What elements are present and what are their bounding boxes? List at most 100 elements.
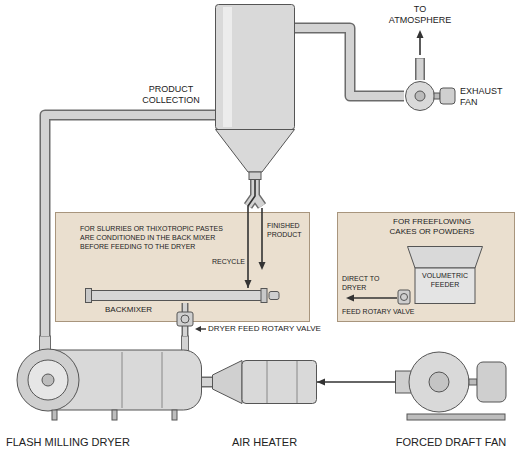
- text-slot: FOR SLURRIES OR THIXOTROPIC PASTES ARE C…: [80, 224, 230, 251]
- arrow-head: [346, 295, 354, 302]
- drawing-part: [28, 360, 68, 400]
- drawing-part: [269, 292, 279, 300]
- fan-drawing: [404, 80, 456, 112]
- arrow-head: [317, 379, 325, 386]
- duct-outline: [202, 377, 212, 388]
- backmixer: BACKMIXER: [85, 288, 280, 303]
- text-slot: FEED ROTARY VALVE: [342, 308, 432, 316]
- text-slot: DRYER FEED ROTARY VALVE: [208, 324, 338, 334]
- backmixer-drawing: [85, 288, 280, 303]
- equipment-label: PRODUCT COLLECTION: [133, 84, 209, 106]
- volumetric-feeder: VOLUMETRIC FEEDER: [407, 246, 483, 304]
- text-slot: FLASH MILLING DRYER: [6, 436, 146, 449]
- dryer-feed-rotary-valve: [177, 312, 206, 332]
- text-slot: FORCED DRAFT FAN: [390, 436, 512, 449]
- text-slot: AIR HEATER: [212, 436, 317, 449]
- valve-rotor: [181, 315, 189, 323]
- drawing-part: [261, 289, 267, 303]
- stack-fill: [417, 59, 424, 81]
- duct-connector: [202, 382, 212, 383]
- drawing-part: [172, 410, 177, 420]
- text-slot: TO ATMOSPHERE: [385, 4, 455, 26]
- equipment-label: AIR HEATER: [212, 436, 317, 449]
- duct-connector: [295, 28, 404, 96]
- drawing-part: [429, 372, 449, 392]
- arrow-line: [419, 37, 421, 55]
- drawing-part: [477, 362, 506, 402]
- flow-arrow: [317, 379, 395, 386]
- drawing-part: [216, 130, 295, 173]
- air-heater: AIR HEATER: [212, 360, 317, 404]
- arrow-head: [245, 280, 252, 288]
- drawing-part: [223, 7, 232, 127]
- forced-draft-fan: FORCED DRAFT FAN: [395, 342, 507, 422]
- part-label: DRYER FEED ROTARY VALVE: [208, 324, 338, 334]
- equipment-label: FORCED DRAFT FAN: [390, 436, 512, 449]
- text-slot: PRODUCT COLLECTION: [133, 84, 209, 106]
- stack-outline: [415, 58, 425, 80]
- exhaust-fan: EXHAUST FAN: [404, 80, 456, 112]
- edge-label: RECYCLE: [203, 258, 245, 266]
- drawing-part: [86, 289, 92, 303]
- arrow-line: [353, 297, 397, 299]
- equipment-label: EXHAUST FAN: [460, 86, 506, 108]
- text-slot: EXHAUST FAN: [460, 86, 506, 108]
- cyclone-collector: PRODUCT COLLECTION: [215, 4, 295, 180]
- drawing-part: [242, 361, 317, 404]
- drawing-part: [297, 361, 298, 403]
- equipment-label: BACKMIXER: [105, 305, 185, 315]
- drawing-part: [87, 291, 265, 301]
- arrow-head: [259, 262, 266, 270]
- text-slot: FOR FREEFLOWING CAKES OR POWDERS: [382, 217, 482, 237]
- arrow-line: [261, 208, 263, 264]
- flash-milling-dryer: FLASH MILLING DRYER: [12, 336, 202, 420]
- flow-label: TO ATMOSPHERE: [385, 4, 455, 26]
- panel-note: FOR SLURRIES OR THIXOTROPIC PASTES ARE C…: [80, 224, 230, 251]
- flow-arrow: [245, 180, 256, 288]
- equipment-label: FLASH MILLING DRYER: [6, 436, 146, 449]
- drawing-part: [408, 247, 483, 269]
- flow-label: FINISHED PRODUCT: [267, 221, 309, 239]
- text-slot: BACKMIXER: [105, 305, 185, 315]
- arrow-head: [417, 30, 424, 38]
- feed-rotary-valve-symbol: [398, 290, 410, 304]
- drawing-part: [17, 349, 79, 411]
- drawing-part: [122, 352, 123, 408]
- arrow-line: [248, 180, 255, 288]
- duct-connector: [45, 115, 215, 336]
- exhaust-stack: [417, 30, 424, 80]
- text-slot: FINISHED PRODUCT: [267, 221, 309, 239]
- arrow-line: [317, 381, 395, 383]
- drawing-part: [434, 93, 440, 99]
- drawing-part: [407, 414, 505, 420]
- drawing-part: [267, 361, 268, 403]
- drawing-part: [249, 172, 261, 180]
- cyclone-drawing: [215, 4, 295, 180]
- valve-rotor: [401, 294, 408, 301]
- drawing-part: [52, 410, 57, 420]
- duct-fill: [295, 28, 404, 96]
- drawing-part: [415, 268, 475, 304]
- drawing-part: [409, 352, 469, 412]
- part-label: FEED ROTARY VALVE: [342, 308, 432, 316]
- drawing-part: [440, 88, 455, 104]
- leader-head: [195, 326, 201, 332]
- drawing-part: [162, 352, 163, 408]
- drawing-part: [469, 379, 477, 385]
- panel-note: FOR FREEFLOWING CAKES OR POWDERS: [382, 217, 482, 237]
- drawing-part: [213, 361, 243, 404]
- drawing-part: [42, 374, 54, 386]
- text-slot: DIRECT TO DRYER: [342, 274, 392, 292]
- fan-drawing: [395, 342, 507, 422]
- drawing-part: [415, 91, 425, 101]
- drawing-part: [406, 82, 435, 111]
- dryer-drawing: [12, 336, 202, 420]
- heater-drawing: [212, 360, 317, 404]
- duct-outline: [45, 115, 215, 336]
- equipment-label: VOLUMETRIC FEEDER: [415, 271, 475, 289]
- duct-fill: [202, 378, 212, 386]
- duct-outline: [295, 28, 404, 96]
- valve-body: [177, 312, 193, 326]
- finished-product-arrow: [259, 208, 266, 270]
